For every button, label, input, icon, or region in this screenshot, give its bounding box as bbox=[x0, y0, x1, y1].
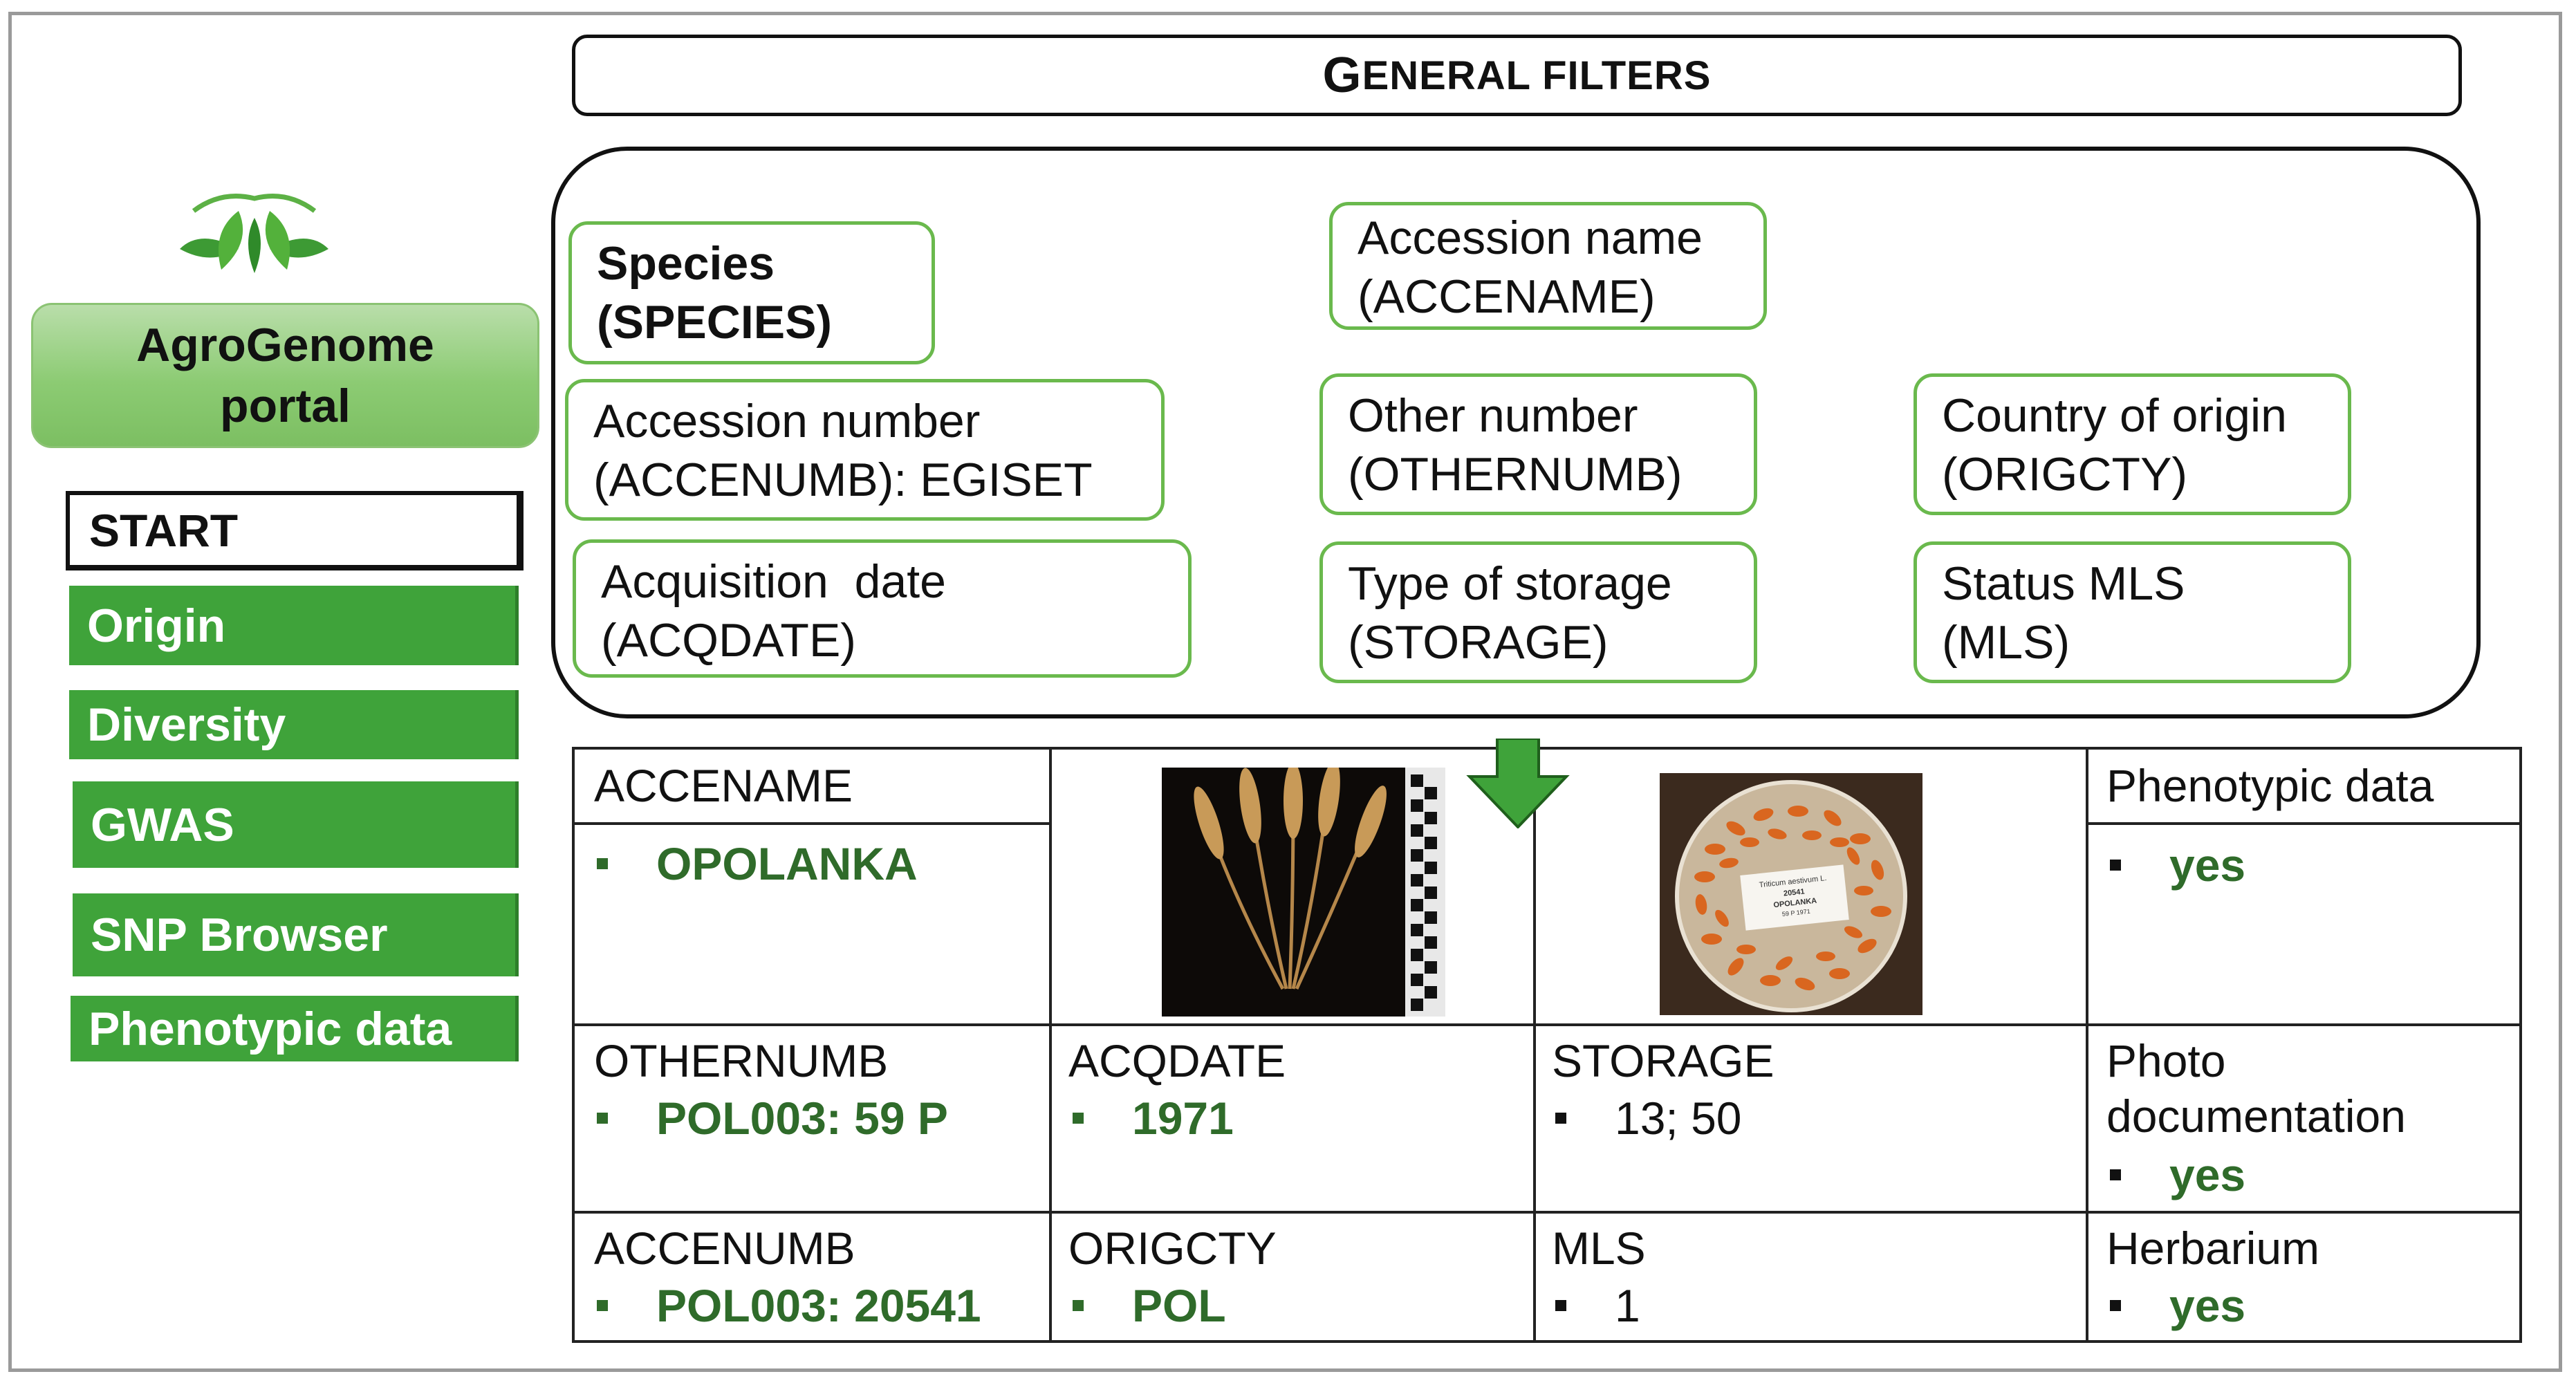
phenotypic-data-value: yes bbox=[2110, 837, 2245, 893]
header-title-rest: ENERAL FILTERS bbox=[1362, 53, 1712, 98]
bullet-icon bbox=[2110, 1169, 2121, 1180]
filter-acqdate-code: (ACQDATE) bbox=[601, 614, 856, 667]
filter-accenumb[interactable]: Accession number (ACCENUMB): EGISET bbox=[565, 379, 1165, 521]
accenumb-value: POL003: 20541 bbox=[597, 1278, 981, 1333]
filter-accename[interactable]: Accession name (ACCENAME) bbox=[1329, 202, 1767, 330]
photo-documentation-label-line1: Photo bbox=[2106, 1035, 2226, 1086]
phenotypic-data-label: Phenotypic data bbox=[2106, 760, 2434, 811]
header-title-initial: G bbox=[1322, 48, 1362, 103]
photo-documentation-label-line2: documentation bbox=[2106, 1090, 2406, 1142]
table-divider bbox=[575, 822, 1049, 825]
accename-label: ACCENAME bbox=[594, 760, 853, 811]
accenumb-value-text: POL003: 20541 bbox=[656, 1280, 981, 1331]
table-divider bbox=[575, 1211, 2522, 1214]
photo-documentation-value-text: yes bbox=[2169, 1149, 2246, 1200]
filter-mls[interactable]: Status MLS (MLS) bbox=[1914, 541, 2351, 683]
storage-value-text: 13; 50 bbox=[1615, 1093, 1742, 1144]
accename-value-text: OPOLANKA bbox=[656, 838, 918, 889]
othernumb-value: POL003: 59 P bbox=[597, 1090, 948, 1146]
acqdate-value-text: 1971 bbox=[1132, 1093, 1234, 1144]
accename-value: OPOLANKA bbox=[597, 836, 918, 891]
origcty-value-text: POL bbox=[1132, 1280, 1226, 1331]
bullet-icon bbox=[1555, 1113, 1566, 1124]
filter-storage-label: Type of storage bbox=[1348, 557, 1672, 610]
table-divider bbox=[2086, 822, 2522, 825]
filter-mls-label: Status MLS bbox=[1942, 557, 2185, 610]
photo-documentation-value: yes bbox=[2110, 1147, 2245, 1203]
filter-accename-label: Accession name bbox=[1358, 212, 1703, 264]
portal-title-line2: portal bbox=[220, 380, 351, 432]
filter-storage[interactable]: Type of storage (STORAGE) bbox=[1319, 541, 1757, 683]
outer-frame bbox=[8, 12, 2562, 1372]
down-arrow-icon bbox=[1466, 737, 1570, 829]
mls-label: MLS bbox=[1552, 1223, 1646, 1274]
bullet-icon bbox=[2110, 1300, 2121, 1311]
seed-card-number: 20541 bbox=[1783, 887, 1805, 898]
othernumb-value-text: POL003: 59 P bbox=[656, 1093, 948, 1144]
filter-accenumb-code: (ACCENUMB): EGISET bbox=[593, 454, 1093, 506]
filter-species[interactable]: Species (SPECIES) bbox=[568, 221, 935, 364]
table-divider bbox=[575, 1023, 2522, 1026]
filter-species-code: (SPECIES) bbox=[597, 296, 833, 349]
nav-diversity-button[interactable]: Diversity bbox=[69, 690, 519, 759]
bullet-icon bbox=[597, 1113, 608, 1124]
photo-documentation-label: Photo documentation bbox=[2106, 1033, 2406, 1144]
filter-origcty-label: Country of origin bbox=[1942, 389, 2287, 442]
leaf-logo-icon bbox=[173, 183, 335, 280]
accenumb-label: ACCENUMB bbox=[594, 1223, 855, 1274]
othernumb-label: OTHERNUMB bbox=[594, 1035, 889, 1086]
filter-othernumb[interactable]: Other number (OTHERNUMB) bbox=[1319, 373, 1757, 515]
storage-label: STORAGE bbox=[1552, 1035, 1775, 1086]
wheat-ears-photo[interactable] bbox=[1162, 768, 1445, 1017]
bullet-icon bbox=[2110, 860, 2121, 871]
filter-origcty[interactable]: Country of origin (ORIGCTY) bbox=[1914, 373, 2351, 515]
filter-acqdate[interactable]: Acquisition date (ACQDATE) bbox=[573, 539, 1192, 678]
storage-value: 13; 50 bbox=[1555, 1090, 1742, 1146]
nav-phenotypic-data-button[interactable]: Phenotypic data bbox=[71, 996, 519, 1061]
filter-othernumb-code: (OTHERNUMB) bbox=[1348, 448, 1683, 501]
bullet-icon bbox=[1073, 1300, 1084, 1311]
herbarium-value-text: yes bbox=[2169, 1280, 2246, 1331]
table-divider bbox=[2086, 750, 2088, 1343]
acqdate-value: 1971 bbox=[1073, 1090, 1234, 1146]
filter-acqdate-label: Acquisition date bbox=[601, 555, 946, 608]
filter-origcty-code: (ORIGCTY) bbox=[1942, 448, 2188, 501]
seed-sample-photo[interactable]: Triticum aestivum L. 20541 OPOLANKA 59 P… bbox=[1660, 773, 1922, 1015]
bullet-icon bbox=[1555, 1300, 1566, 1311]
mls-value: 1 bbox=[1555, 1278, 1640, 1333]
agrogenome-portal-banner[interactable]: AgroGenome portal bbox=[31, 303, 539, 448]
filter-mls-code: (MLS) bbox=[1942, 616, 2070, 669]
acqdate-label: ACQDATE bbox=[1068, 1035, 1286, 1086]
table-divider bbox=[1049, 750, 1052, 1343]
bullet-icon bbox=[1073, 1113, 1084, 1124]
portal-title-line1: AgroGenome bbox=[136, 319, 434, 371]
herbarium-value: yes bbox=[2110, 1278, 2245, 1333]
filter-accename-code: (ACCENAME) bbox=[1358, 270, 1656, 323]
nav-gwas-button[interactable]: GWAS bbox=[73, 781, 519, 868]
start-button[interactable]: START bbox=[66, 491, 523, 570]
origcty-label: ORIGCTY bbox=[1068, 1223, 1277, 1274]
herbarium-label: Herbarium bbox=[2106, 1223, 2320, 1274]
origcty-value: POL bbox=[1073, 1278, 1226, 1333]
filter-species-label: Species bbox=[597, 237, 775, 290]
accession-data-table: ACCENAME OPOLANKA Phenotypic data yes OT… bbox=[572, 747, 2522, 1343]
nav-snp-browser-button[interactable]: SNP Browser bbox=[73, 893, 519, 976]
mls-value-text: 1 bbox=[1615, 1280, 1640, 1331]
filter-accenumb-label: Accession number bbox=[593, 395, 981, 447]
phenotypic-data-value-text: yes bbox=[2169, 839, 2246, 891]
bullet-icon bbox=[597, 858, 608, 869]
bullet-icon bbox=[597, 1300, 608, 1311]
table-divider bbox=[1533, 750, 1536, 1343]
filter-othernumb-label: Other number bbox=[1348, 389, 1638, 442]
nav-origin-button[interactable]: Origin bbox=[69, 586, 519, 665]
filter-storage-code: (STORAGE) bbox=[1348, 616, 1609, 669]
seed-card-extra: 59 P 1971 bbox=[1781, 908, 1810, 918]
